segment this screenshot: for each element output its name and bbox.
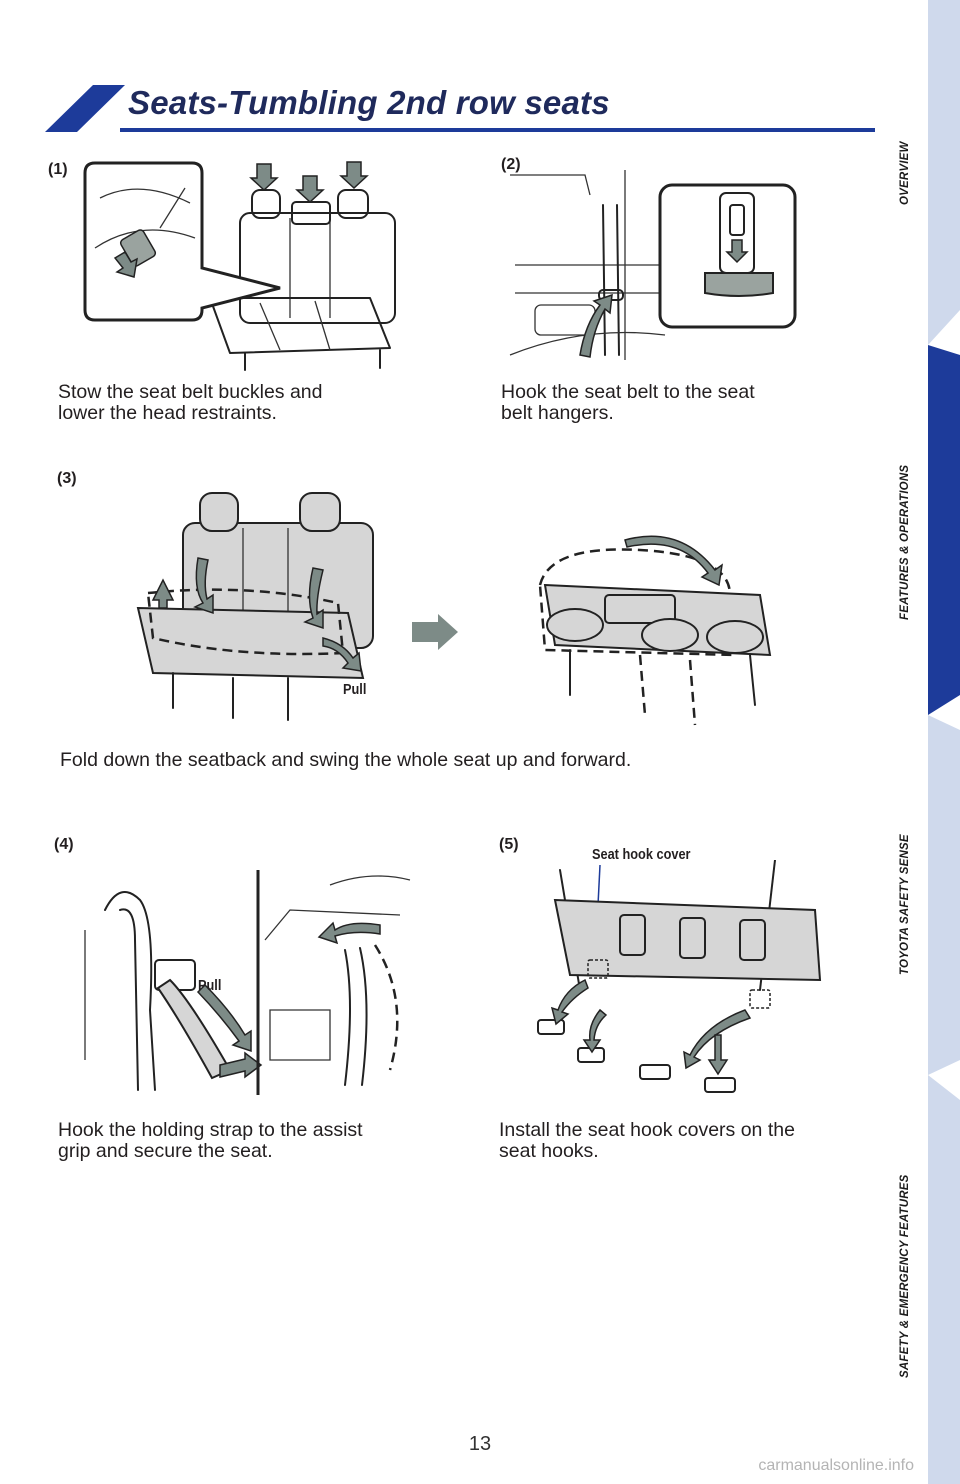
step-3-label: (3) <box>57 470 77 487</box>
step-2-illustration <box>509 170 797 360</box>
tab-overview[interactable]: OVERVIEW <box>899 141 911 205</box>
tab-safety-emergency-bg[interactable] <box>928 1075 960 1484</box>
section-tabs <box>928 0 960 1484</box>
tab-overview-bg[interactable] <box>928 0 960 345</box>
step-3-folded-seat-illustration <box>538 535 772 726</box>
tab-features-bg[interactable] <box>928 345 960 715</box>
caption-line: belt hangers. <box>501 402 614 424</box>
title-underline <box>120 128 875 132</box>
step-5-illustration <box>537 860 822 1093</box>
step-3-seat-illustration <box>136 492 374 721</box>
tab-toyota-safety-bg[interactable] <box>928 715 960 1075</box>
caption-line: Stow the seat belt buckles and <box>58 381 323 403</box>
step-1-caption: Stow the seat belt buckles and lower the… <box>58 382 323 424</box>
step-2-caption: Hook the seat belt to the seat belt hang… <box>501 382 755 424</box>
tab-safety-emergency-features[interactable]: SAFETY & EMERGENCY FEATURES <box>899 1174 911 1378</box>
step-3-caption: Fold down the seatback and swing the who… <box>60 749 632 771</box>
step-4-illustration <box>84 870 411 1095</box>
step-4-pull-callout: Pull <box>198 977 222 994</box>
step-4-caption: Hook the holding strap to the assist gri… <box>58 1120 363 1162</box>
caption-line: lower the head restraints. <box>58 402 277 424</box>
caption-line: seat hooks. <box>499 1140 599 1162</box>
caption-line: Hook the holding strap to the assist <box>58 1119 363 1141</box>
page-number: 13 <box>468 1433 492 1455</box>
next-step-arrow-icon <box>412 614 458 650</box>
step-5-label: (5) <box>499 836 519 853</box>
step-3-pull-callout: Pull <box>343 681 367 698</box>
caption-line: grip and secure the seat. <box>58 1140 273 1162</box>
step-1-illustration <box>83 161 396 371</box>
step-5-caption: Install the seat hook covers on the seat… <box>499 1120 795 1162</box>
tab-toyota-safety-sense[interactable]: TOYOTA SAFETY SENSE <box>899 834 911 975</box>
tab-features-operations[interactable]: FEATURES & OPERATIONS <box>899 464 911 620</box>
page-title: Seats-Tumbling 2nd row seats <box>128 84 610 121</box>
caption-line: Install the seat hook covers on the <box>499 1119 795 1141</box>
watermark: carmanualsonline.info <box>758 1457 914 1474</box>
step-2-label: (2) <box>501 156 521 173</box>
header-accent <box>45 85 125 132</box>
seat-hook-cover-callout: Seat hook cover <box>592 846 691 863</box>
caption-line: Hook the seat belt to the seat <box>501 381 755 403</box>
step-1-label: (1) <box>48 161 68 178</box>
step-4-label: (4) <box>54 836 74 853</box>
